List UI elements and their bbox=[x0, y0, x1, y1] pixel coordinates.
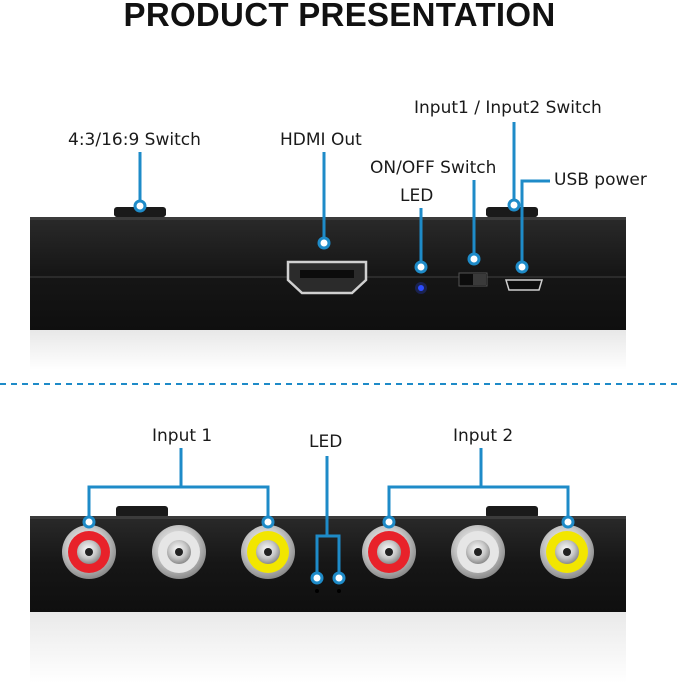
input2-label: Input 2 bbox=[453, 426, 514, 446]
aspect-knob-front bbox=[116, 506, 168, 518]
rca-red-input2 bbox=[362, 525, 416, 579]
rca-white-input2 bbox=[451, 525, 505, 579]
bottom-callout-dots bbox=[82, 515, 575, 585]
power-switch-label: ON/OFF Switch bbox=[370, 158, 497, 178]
top-callout-dots bbox=[133, 198, 529, 274]
usb-power-label: USB power bbox=[554, 170, 647, 190]
callout-usb bbox=[520, 179, 550, 266]
dot-hdmi bbox=[317, 236, 331, 250]
led-glow bbox=[415, 282, 427, 294]
input-switch-knob-base bbox=[486, 207, 538, 217]
dot-input2-red bbox=[382, 515, 396, 529]
power-switch-slider bbox=[473, 274, 486, 285]
led-front-1 bbox=[315, 589, 319, 593]
aspect-switch-label: 4:3/16:9 Switch bbox=[68, 130, 201, 150]
rca-red-input1 bbox=[62, 525, 116, 579]
led-front-2 bbox=[337, 589, 341, 593]
dot-led-front-1 bbox=[310, 571, 324, 585]
rca-white-input1 bbox=[152, 525, 206, 579]
callout-input2-bracket bbox=[387, 485, 570, 520]
device-reflection-bottom bbox=[30, 612, 626, 683]
led-label-top: LED bbox=[400, 186, 434, 206]
input-switch-label: Input1 / Input2 Switch bbox=[414, 98, 602, 118]
device-edge-top bbox=[30, 217, 626, 220]
led-blue bbox=[418, 285, 424, 291]
device-reflection bbox=[30, 330, 626, 370]
callout-input1-bracket bbox=[87, 485, 270, 520]
dot-aspect-switch bbox=[133, 199, 147, 213]
top-callouts bbox=[138, 122, 550, 266]
rca-yellow-input2 bbox=[540, 525, 594, 579]
dot-usb bbox=[515, 260, 529, 274]
callout-led-bracket bbox=[315, 534, 341, 576]
page-title: PRODUCT PRESENTATION bbox=[123, 0, 556, 33]
hdmi-out-label: HDMI Out bbox=[280, 130, 362, 150]
dot-power-switch bbox=[467, 252, 481, 266]
hdmi-port-inner bbox=[300, 270, 354, 278]
input1-label: Input 1 bbox=[152, 426, 213, 446]
dot-input1-red bbox=[82, 515, 96, 529]
micro-usb-port bbox=[504, 279, 544, 291]
dot-led-top bbox=[414, 260, 428, 274]
input-knob-front bbox=[486, 506, 538, 518]
dot-led-front-2 bbox=[332, 571, 346, 585]
led-label-bottom: LED bbox=[309, 432, 343, 452]
dot-input1-yellow bbox=[261, 515, 275, 529]
dot-input2-yellow bbox=[561, 515, 575, 529]
bottom-callouts bbox=[87, 448, 570, 576]
dot-input-switch bbox=[507, 198, 521, 212]
device-top-view bbox=[30, 207, 626, 370]
rca-yellow-input1 bbox=[241, 525, 295, 579]
